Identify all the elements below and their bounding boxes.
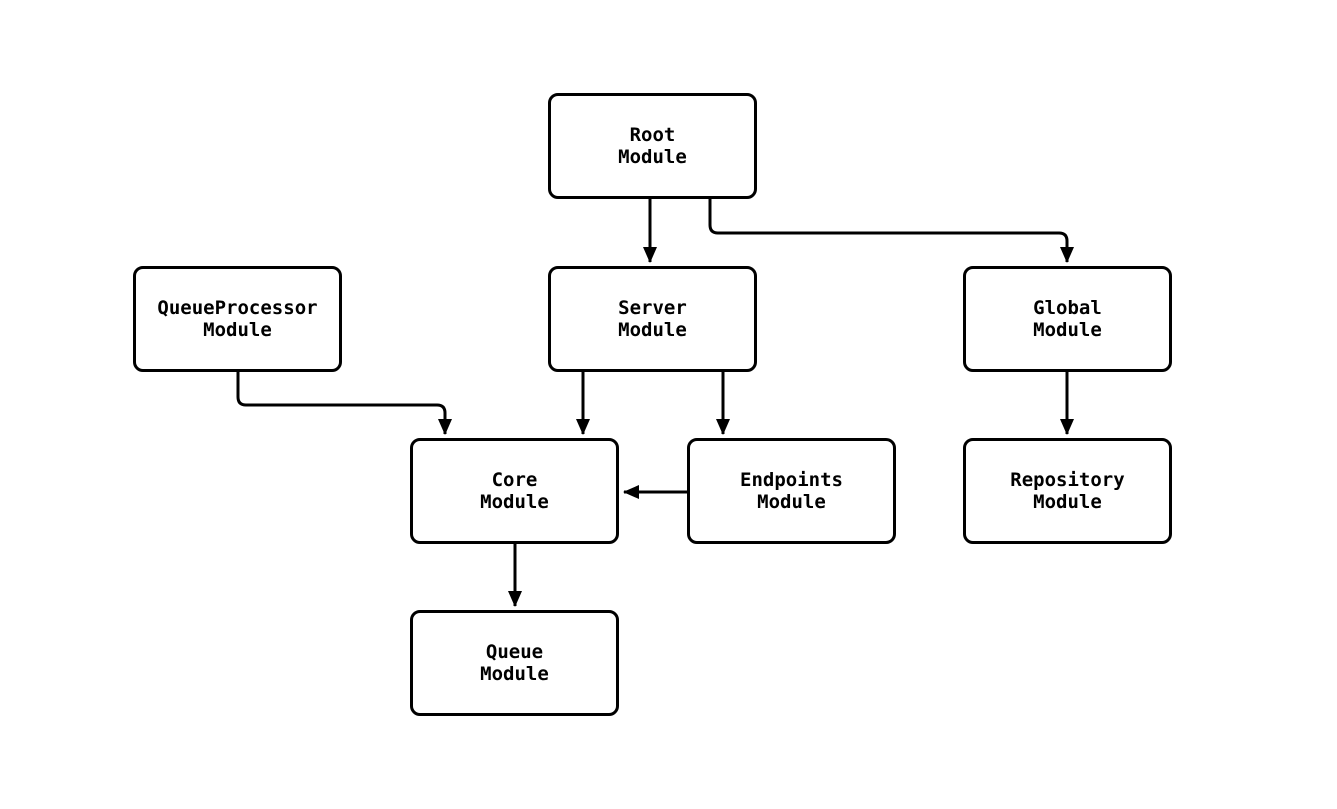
node-root: Root Module: [548, 93, 757, 199]
node-label-server: Server Module: [618, 297, 687, 341]
node-repository: Repository Module: [963, 438, 1172, 544]
node-label-root: Root Module: [618, 124, 687, 168]
node-queue: Queue Module: [410, 610, 619, 716]
node-label-queue: Queue Module: [480, 641, 549, 685]
node-core: Core Module: [410, 438, 619, 544]
node-server: Server Module: [548, 266, 757, 372]
node-global: Global Module: [963, 266, 1172, 372]
node-label-endpoints: Endpoints Module: [740, 469, 843, 513]
node-label-queueprocessor: QueueProcessor Module: [157, 297, 318, 341]
node-queueprocessor: QueueProcessor Module: [133, 266, 342, 372]
edge-root-global: [708, 199, 1074, 263]
node-label-global: Global Module: [1033, 297, 1102, 341]
edge-queueprocessor-core: [236, 372, 452, 435]
node-label-core: Core Module: [480, 469, 549, 513]
node-label-repository: Repository Module: [1010, 469, 1125, 513]
node-endpoints: Endpoints Module: [687, 438, 896, 544]
